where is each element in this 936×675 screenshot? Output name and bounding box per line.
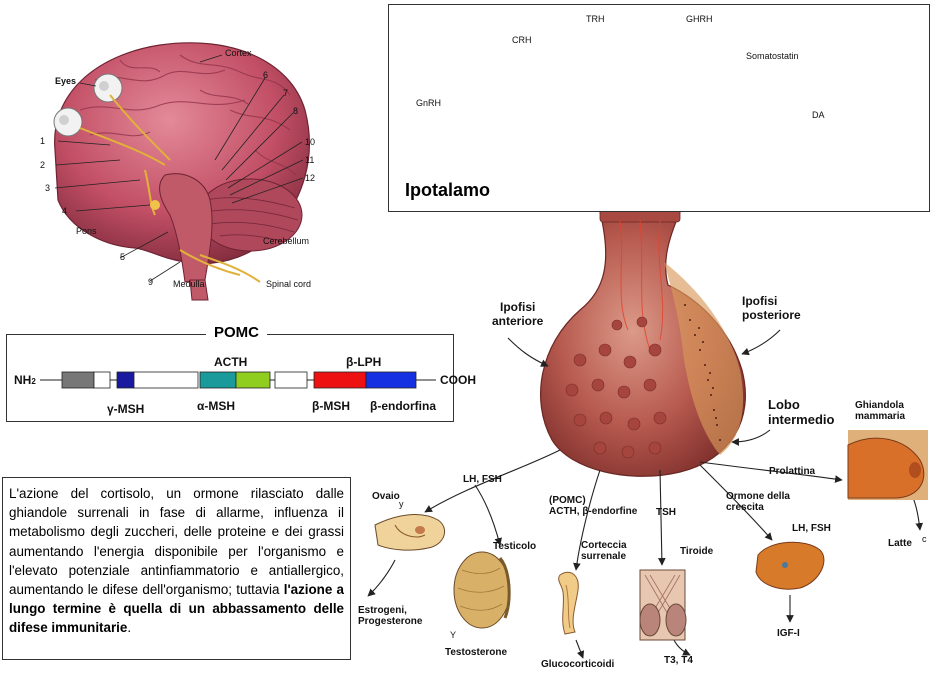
label-latte: Latte: [888, 538, 912, 549]
label-acth: ACTH: [214, 355, 247, 369]
label-ghrh: GHRH: [686, 14, 713, 24]
label-eyes: Eyes: [55, 76, 76, 86]
testis-drawing: [454, 552, 510, 628]
label-spinal-cord: Spinal cord: [266, 279, 311, 289]
label-ovaio-y: y: [399, 499, 404, 509]
label-n8: 8: [293, 106, 298, 116]
liver-drawing: [756, 542, 824, 589]
label-n1: 1: [40, 136, 45, 146]
label-beta-endorfina: β-endorfina: [370, 399, 436, 413]
label-lh-fsh-2: LH, FSH: [792, 523, 831, 534]
label-n12: 12: [305, 173, 315, 183]
label-somatostatin: Somatostatin: [746, 51, 799, 61]
label-n5: 5: [120, 252, 125, 262]
label-latte-c: c: [922, 534, 927, 544]
label-pons: Pons: [76, 226, 97, 236]
label-pomc-acth: (POMC)ACTH, β-endorfine: [549, 495, 637, 517]
label-testosterone: Testosterone: [445, 647, 507, 658]
label-beta-msh: β-MSH: [312, 399, 350, 413]
label-tsh: TSH: [656, 507, 676, 518]
label-alpha-msh: α-MSH: [197, 399, 235, 413]
brain-illustration: [54, 43, 309, 300]
label-trh: TRH: [586, 14, 605, 24]
label-n4: 4: [62, 206, 67, 216]
pomc-title: POMC: [206, 324, 267, 341]
label-n7: 7: [283, 88, 288, 98]
label-testicolo: Testicolo: [493, 541, 536, 552]
label-igf: IGF-I: [777, 628, 800, 639]
label-gamma-msh: γ-MSH: [107, 402, 144, 416]
label-n6: 6: [263, 70, 268, 80]
label-n2: 2: [40, 160, 45, 170]
adrenal-drawing: [559, 572, 579, 634]
label-prolattina: Prolattina: [769, 466, 815, 477]
label-ovaio: Ovaio: [372, 491, 400, 502]
label-gnrh: GnRH: [416, 98, 441, 108]
label-da: DA: [812, 110, 825, 120]
label-medulla: Medulla: [173, 279, 205, 289]
pituitary-gland: [541, 210, 746, 476]
cortisol-text-box: L'azione del cortisolo, un ormone rilasc…: [2, 477, 351, 660]
label-estrogeni: Estrogeni,Progesterone: [358, 605, 422, 627]
label-lh-fsh: LH, FSH: [463, 474, 502, 485]
label-n9: 9: [148, 277, 153, 287]
cortisol-text-plain: L'azione del cortisolo, un ormone rilasc…: [9, 486, 344, 597]
label-crh: CRH: [512, 35, 532, 45]
label-n10: 10: [305, 137, 315, 147]
label-t3-t4: T3, T4: [664, 655, 693, 666]
mammary-drawing: [848, 430, 928, 500]
label-beta-lph: β-LPH: [346, 355, 381, 369]
cortisol-text-end: .: [127, 620, 131, 635]
thyroid-drawing: [640, 570, 686, 640]
label-glucocorticoidi: Glucocorticoidi: [541, 659, 614, 670]
label-nh2: NH2: [14, 373, 36, 387]
label-cortex: Cortex: [225, 48, 252, 58]
label-cooh: COOH: [440, 373, 476, 387]
label-tiroide: Tiroide: [680, 546, 713, 557]
label-testo-y: Y: [450, 630, 456, 640]
label-cerebellum: Cerebellum: [263, 236, 309, 246]
hypothalamus-title: Ipotalamo: [405, 180, 490, 201]
ovary-drawing: [375, 515, 445, 551]
label-n11: 11: [305, 155, 314, 165]
label-n3: 3: [45, 183, 50, 193]
